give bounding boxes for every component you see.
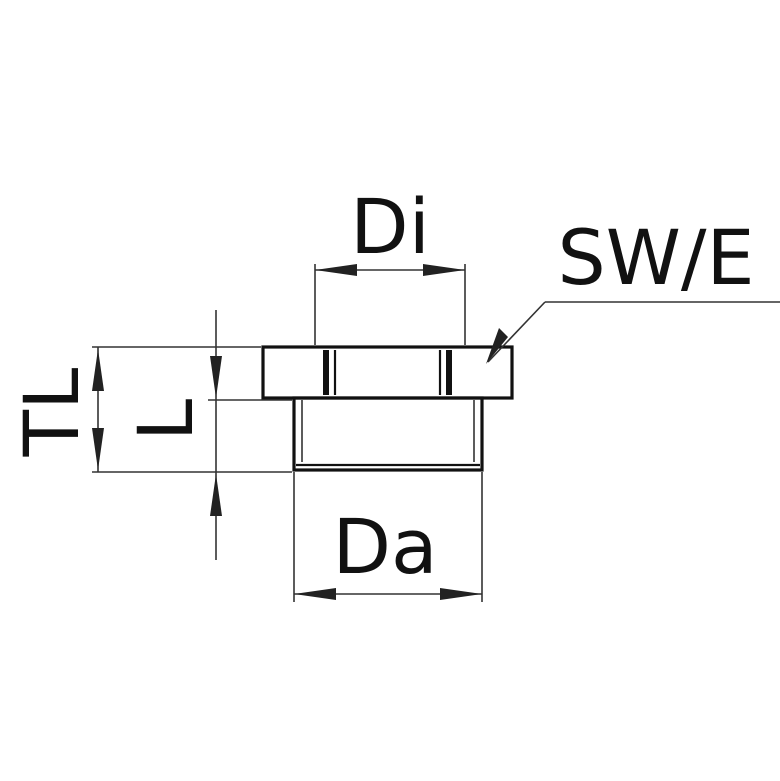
swe-label: SW/E (557, 213, 754, 302)
di-label: Di (350, 182, 430, 271)
da-label: Da (332, 502, 437, 591)
tl-label: TL (7, 368, 96, 458)
l-label: L (121, 399, 210, 441)
tl-dimension (92, 346, 292, 473)
hex-head (261, 345, 514, 400)
threaded-body (292, 396, 484, 472)
da-dimension (293, 472, 483, 602)
di-dimension (314, 264, 466, 345)
swe-leader (486, 301, 780, 364)
l-dimension (208, 310, 292, 560)
